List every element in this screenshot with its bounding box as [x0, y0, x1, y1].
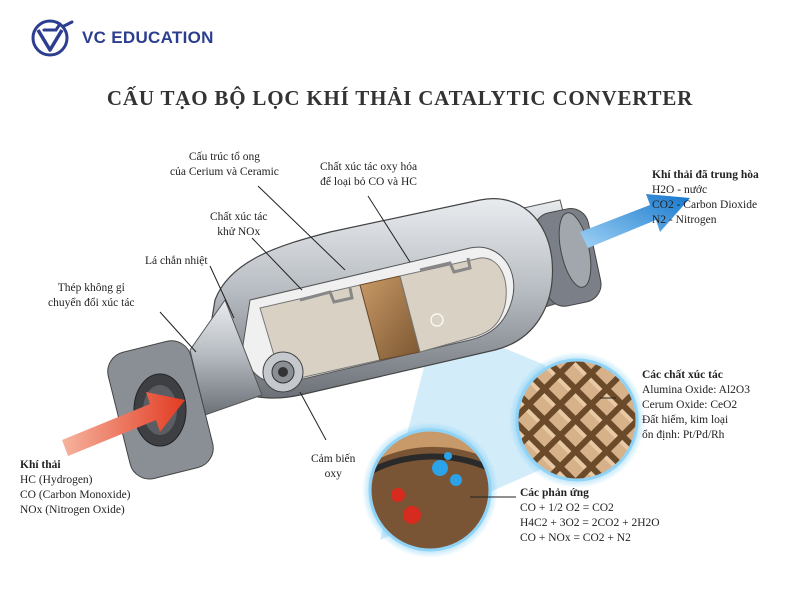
label-oxidation-line1: Chất xúc tác oxy hóa — [320, 161, 418, 173]
label-honeycomb: Cấu trúc tổ ong của Cerium và Ceramic — [170, 150, 279, 180]
label-oxidation-line2: để loại bỏ CO và HC — [320, 176, 417, 188]
catalyst-item: Alumina Oxide: Al2O3 — [642, 384, 750, 396]
catalyst-item: ổn định: Pt/Pd/Rh — [642, 429, 725, 441]
outlet-item: H2O - nước — [652, 184, 708, 196]
honeycomb-zoom — [509, 352, 645, 488]
label-reduction-line1: Chất xúc tác — [210, 211, 268, 223]
label-reduction-catalyst: Chất xúc tác khử NOx — [210, 210, 267, 240]
label-reduction-line2: khử NOx — [217, 226, 261, 238]
catalyst-item: Đất hiếm, kim loại — [642, 414, 729, 426]
label-honeycomb-line2: của Cerium và Ceramic — [170, 166, 279, 178]
inlet-gases: Khí thải HC (Hydrogen) CO (Carbon Monoxi… — [20, 458, 131, 518]
label-oxygen-line1: Cảm biến — [311, 453, 356, 465]
outlet-heading: Khí thải đã trung hòa — [652, 169, 759, 181]
label-steel: Thép không gỉ chuyển đổi xúc tác — [48, 281, 135, 311]
reactions-list: Các phản ứng CO + 1/2 O2 = CO2 H4C2 + 3O… — [520, 486, 660, 546]
outlet-gases: Khí thải đã trung hòa H2O - nước CO2 - C… — [652, 168, 759, 228]
reaction-item: H4C2 + 3O2 = 2CO2 + 2H2O — [520, 517, 660, 529]
brand-name: VC EDUCATION — [82, 28, 214, 47]
reaction-zoom — [362, 422, 498, 558]
oxygen-sensor — [262, 351, 304, 393]
inlet-heading: Khí thải — [20, 459, 61, 471]
outlet-arrow — [580, 194, 690, 248]
reaction-item: CO + 1/2 O2 = CO2 — [520, 502, 614, 514]
catalyst-item: Cerum Oxide: CeO2 — [642, 399, 738, 411]
label-heat-shield-line1: Lá chắn nhiệt — [145, 255, 208, 267]
brand-logo: VC EDUCATION — [30, 14, 250, 62]
label-honeycomb-line1: Cấu trúc tổ ong — [188, 151, 261, 163]
reactions-heading: Các phản ứng — [520, 487, 589, 499]
inlet-item: CO (Carbon Monoxide) — [20, 489, 131, 501]
reaction-item: CO + NOx = CO2 + N2 — [520, 532, 631, 544]
inlet-item: NOx (Nitrogen Oxide) — [20, 504, 125, 516]
inlet-item: HC (Hydrogen) — [20, 474, 93, 486]
brand-shield-icon — [31, 19, 74, 57]
label-heat-shield: Lá chắn nhiệt — [145, 254, 208, 269]
inlet-arrow — [62, 392, 185, 456]
catalysts-heading: Các chất xúc tác — [642, 369, 723, 381]
label-oxygen-line2: oxy — [324, 468, 342, 480]
page-title: CẤU TẠO BỘ LỌC KHÍ THẢI CATALYTIC CONVER… — [106, 86, 694, 110]
label-steel-line1: Thép không gỉ — [57, 282, 125, 294]
outlet-item: CO2 - Carbon Dioxide — [652, 199, 758, 211]
label-oxygen-sensor: Cảm biến oxy — [311, 452, 355, 482]
outlet-item: N2 - Nitrogen — [652, 214, 717, 226]
label-oxidation-catalyst: Chất xúc tác oxy hóa để loại bỏ CO và HC — [320, 160, 417, 190]
catalysts-list: Các chất xúc tác Alumina Oxide: Al2O3 Ce… — [642, 368, 750, 443]
label-steel-line2: chuyển đổi xúc tác — [48, 297, 135, 309]
leader-lines — [159, 185, 616, 498]
